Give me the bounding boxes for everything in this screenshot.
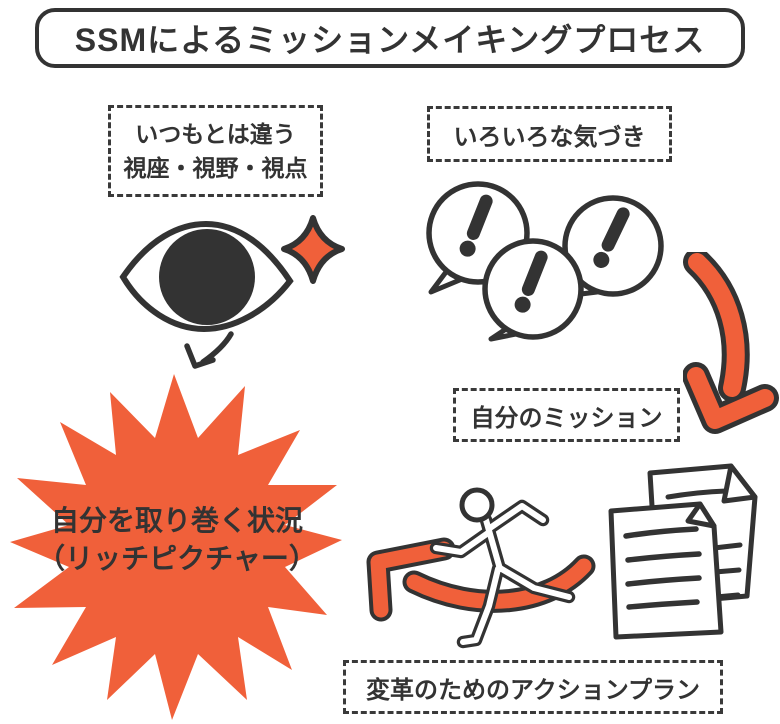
page-title: SSMによるミッションメイキングプロセス (35, 8, 745, 68)
curved-arrow-left-icon (366, 537, 596, 622)
viewpoint-line-2: 視座・視野・視点 (123, 155, 308, 181)
small-down-arrow-icon (173, 330, 243, 376)
rich-picture-label: 自分を取り巻く状況 （リッチピクチャー） (27, 502, 327, 578)
awareness-box: いろいろな気づき (427, 106, 672, 162)
viewpoint-box: いつもとは違う 視座・視野・視点 (108, 105, 323, 197)
awareness-label: いろいろな気づき (453, 123, 646, 151)
exclamation-speech-bubbles-icon (413, 180, 705, 354)
action-plan-label: 変革のためのアクションプラン (365, 676, 701, 704)
rich-picture-line-2: （リッチピクチャー） (37, 543, 317, 574)
page-title-label: SSMによるミッションメイキングプロセス (74, 22, 706, 58)
running-person-icon (362, 458, 652, 663)
mission-box: 自分のミッション (453, 388, 680, 442)
mission-label: 自分のミッション (470, 404, 663, 432)
papers-icon (598, 460, 776, 652)
viewpoint-line-1: いつもとは違う (135, 121, 296, 147)
curved-arrow-down-icon (683, 252, 780, 434)
rich-picture-line-1: 自分を取り巻く状況 (50, 505, 303, 536)
eye-icon (115, 215, 350, 375)
starburst-shape (2, 370, 352, 724)
sparkle-icon (281, 215, 345, 284)
action-plan-box: 変革のためのアクションプラン (343, 660, 723, 714)
